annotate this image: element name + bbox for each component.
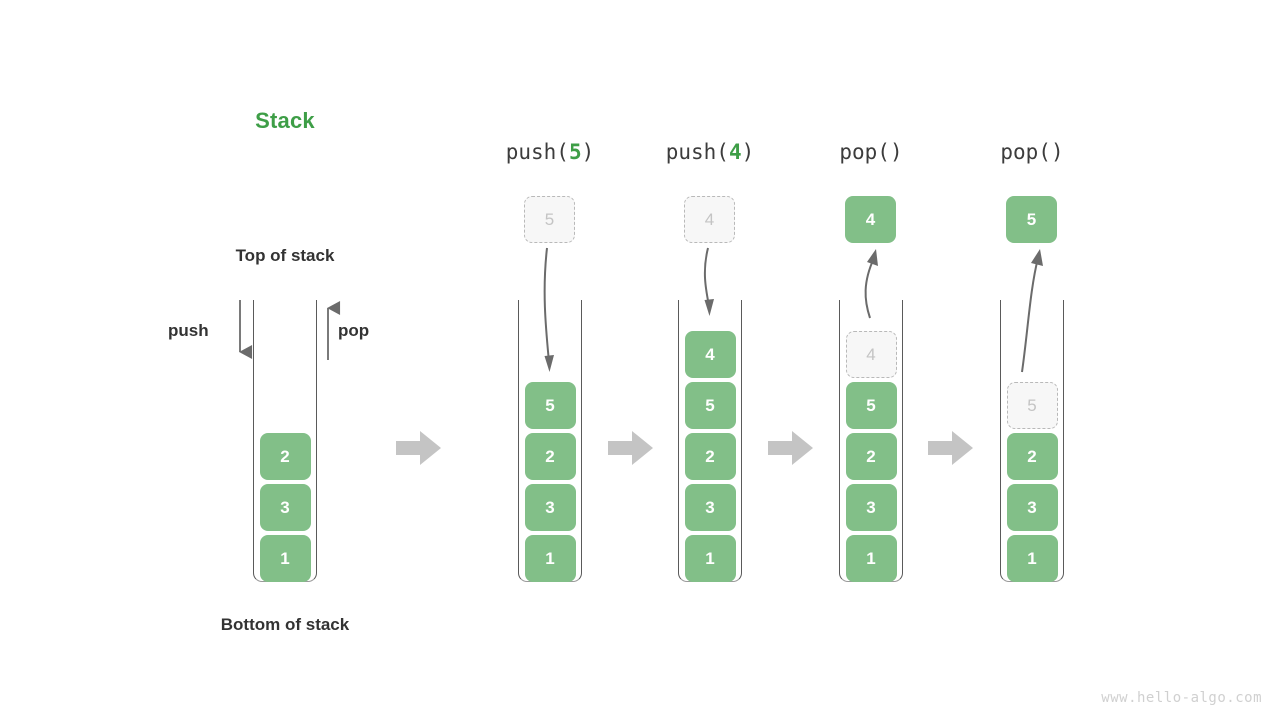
stack-box: 5: [524, 382, 576, 429]
op-value: 5: [568, 140, 582, 164]
pop-arrow-icon: [327, 300, 341, 360]
pop-label: pop: [338, 321, 370, 340]
op-prefix: pop(: [1000, 140, 1051, 164]
stack-box: 3: [524, 484, 576, 531]
step-arrow-icon: [396, 431, 441, 465]
stack-box: 2: [259, 433, 311, 480]
stack-box: 3: [684, 484, 736, 531]
stack-box: 2: [1006, 433, 1058, 480]
op-suffix: ): [1050, 140, 1064, 164]
stack-box-ghost: 4: [845, 331, 897, 378]
popped-box: 5: [1006, 196, 1057, 243]
stack-box: 2: [845, 433, 897, 480]
incoming-box: 5: [524, 196, 575, 243]
stack-column-4: pop() 5 1 3 2 5: [972, 0, 1092, 720]
popped-box: 4: [845, 196, 896, 243]
push-label: push: [168, 321, 209, 340]
stack-column-0: 1 3 2: [225, 0, 345, 720]
stack-box-ghost: 5: [1006, 382, 1058, 429]
stack-boxes: 1 3 2 5 4: [680, 327, 740, 582]
op-suffix: ): [741, 140, 755, 164]
step-arrow-icon: [928, 431, 973, 465]
op-suffix: ): [581, 140, 595, 164]
incoming-box: 4: [684, 196, 735, 243]
stack-box: 3: [1006, 484, 1058, 531]
stack-box: 1: [259, 535, 311, 582]
stack-boxes: 1 3 2: [255, 429, 315, 582]
stack-box: 2: [524, 433, 576, 480]
push-arrow-icon: [239, 300, 253, 360]
op-prefix: pop(: [839, 140, 890, 164]
stack-box: 5: [684, 382, 736, 429]
page-title: Stack: [255, 108, 315, 133]
operation-label-pop-1: pop(): [811, 140, 931, 164]
stack-boxes: 1 3 2 5 4: [841, 327, 901, 582]
stack-column-2: push(4) 4 1 3 2 5 4: [650, 0, 770, 720]
step-arrow-icon: [608, 431, 653, 465]
stack-box: 3: [845, 484, 897, 531]
stack-boxes: 1 3 2 5: [1002, 378, 1062, 582]
op-prefix: push(: [665, 140, 729, 164]
stack-box: 2: [684, 433, 736, 480]
operation-label-pop-2: pop(): [972, 140, 1092, 164]
stack-box: 5: [845, 382, 897, 429]
step-arrow-icon: [768, 431, 813, 465]
operation-label-push-4: push(4): [650, 140, 770, 164]
top-of-stack-label: Top of stack: [235, 246, 335, 265]
stack-box: 1: [1006, 535, 1058, 582]
stack-column-1: push(5) 5 1 3 2 5: [490, 0, 610, 720]
stack-column-3: pop() 4 1 3 2 5 4: [811, 0, 931, 720]
stack-box: 4: [684, 331, 736, 378]
stack-boxes: 1 3 2 5: [520, 378, 580, 582]
stack-box: 1: [684, 535, 736, 582]
stack-box: 1: [524, 535, 576, 582]
op-value: 4: [728, 140, 742, 164]
operation-label-push-5: push(5): [490, 140, 610, 164]
stack-box: 3: [259, 484, 311, 531]
bottom-of-stack-label: Bottom of stack: [220, 615, 350, 634]
watermark: www.hello-algo.com: [1101, 690, 1262, 706]
stack-box: 1: [845, 535, 897, 582]
op-suffix: ): [889, 140, 903, 164]
op-prefix: push(: [505, 140, 569, 164]
